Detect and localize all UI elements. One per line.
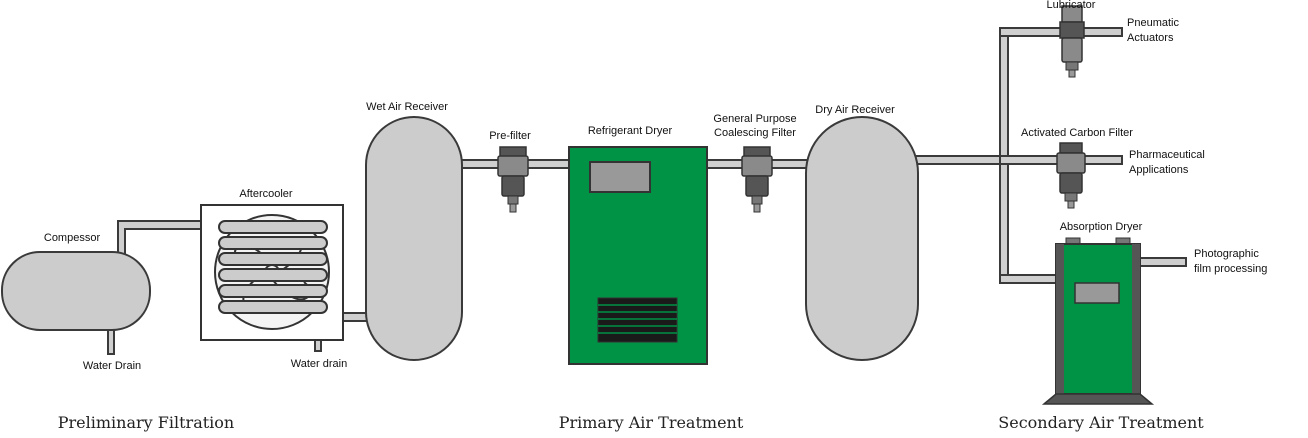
label-aftercooler: Aftercooler: [239, 188, 293, 200]
label-compressor: Compessor: [44, 232, 101, 244]
dry-air-receiver: [805, 116, 919, 361]
label-wet-air-receiver: Wet Air Receiver: [366, 101, 448, 113]
refrigerant-dryer-panel: [589, 161, 651, 193]
label-refrigerant-dryer: Refrigerant Dryer: [588, 125, 673, 137]
wet-air-receiver: [365, 116, 463, 361]
label-lubricator: Lubricator: [1047, 0, 1096, 11]
label-film-processing: film processing: [1194, 263, 1267, 275]
label-actuators: Actuators: [1127, 32, 1174, 44]
absorption-dryer-base: [1041, 393, 1155, 405]
absorption-dryer-panel: [1074, 282, 1120, 304]
aftercooler-coil: [218, 220, 328, 234]
pipe-dry-receiver-to-branch: [913, 155, 1007, 165]
section-secondary-air-treatment: Secondary Air Treatment: [998, 413, 1204, 432]
drain-pipe-compressor: [107, 327, 115, 355]
pipe-to-photographic: [1135, 257, 1187, 267]
label-photographic: Photographic: [1194, 248, 1259, 260]
lubricator: [1059, 5, 1085, 78]
aftercooler: [200, 204, 344, 341]
activated-carbon-filter: [1056, 142, 1086, 209]
section-primary-air-treatment: Primary Air Treatment: [559, 413, 744, 432]
label-dry-air-receiver: Dry Air Receiver: [815, 104, 895, 116]
compressor-tank: [1, 251, 151, 331]
label-water-drain-aftercooler: Water drain: [291, 358, 347, 370]
label-pneumatic: Pneumatic: [1127, 17, 1179, 29]
section-preliminary-filtration: Preliminary Filtration: [58, 413, 234, 432]
label-absorption-dryer: Absorption Dryer: [1060, 221, 1143, 233]
labels: Compessor Water Drain Aftercooler Water …: [44, 0, 1267, 372]
label-coalescing-filter: Coalescing Filter: [714, 127, 796, 139]
refrigerant-dryer: [568, 146, 708, 365]
absorption-dryer-body: [1055, 243, 1141, 395]
label-activated-carbon-filter: Activated Carbon Filter: [1021, 127, 1133, 139]
pre-filter: [497, 146, 529, 213]
label-pharmaceutical: Pharmaceutical: [1129, 149, 1205, 161]
pipe-to-absorption-dryer: [999, 274, 1061, 284]
label-applications: Applications: [1129, 164, 1189, 176]
label-pre-filter: Pre-filter: [489, 130, 531, 142]
absorption-dryer: [1041, 237, 1155, 405]
general-purpose-coalescing-filter: [741, 146, 773, 213]
label-water-drain-compressor: Water Drain: [83, 360, 141, 372]
compressor: [1, 251, 151, 331]
section-titles: Preliminary Filtration Primary Air Treat…: [58, 413, 1205, 432]
label-general-purpose: General Purpose: [713, 113, 796, 125]
